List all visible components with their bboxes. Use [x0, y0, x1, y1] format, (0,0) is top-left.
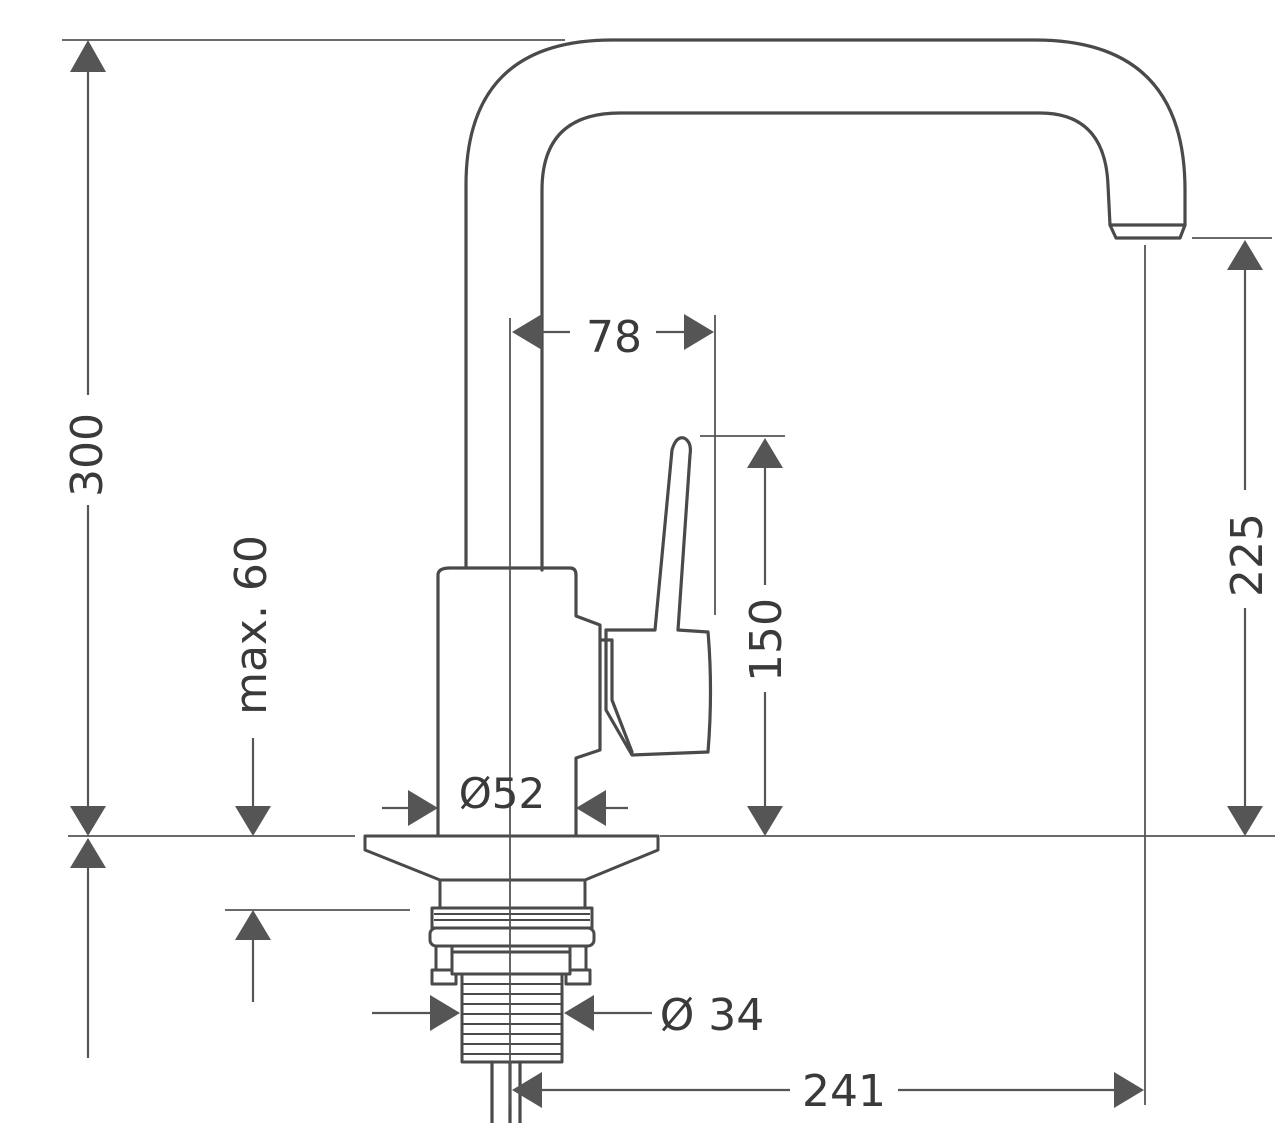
dimension-lever-offset: 78: [512, 312, 714, 363]
threaded-shank: [460, 972, 564, 1064]
lever-cartridge: [598, 638, 634, 754]
label-lever-offset: 78: [586, 312, 642, 363]
faucet-outline: [363, 38, 1187, 1125]
dimension-below-deck: [70, 838, 106, 1058]
mixer-body: [436, 566, 602, 838]
dimension-lever-height: 150: [741, 438, 792, 836]
stud-nut-left: [430, 968, 458, 986]
fixing-stud-left: [434, 944, 454, 974]
dimension-spout-height: 225: [1222, 240, 1273, 836]
spout-tip: [1108, 223, 1187, 240]
supply-hoses: [490, 1060, 522, 1125]
fixing-stud-right: [568, 944, 588, 974]
reference-lines: [62, 39, 1275, 1105]
label-shank-diameter: Ø 34: [660, 990, 765, 1041]
label-spout-height: 225: [1222, 513, 1273, 597]
label-spout-reach: 241: [802, 1066, 886, 1117]
label-body-diameter: Ø52: [459, 769, 546, 818]
dimension-body-diameter: Ø52: [382, 769, 628, 826]
dimension-spout-reach: 241: [512, 1066, 1144, 1117]
spout-outer-contour: [464, 38, 1187, 570]
label-lever-height: 150: [741, 598, 792, 682]
deck-flange: [363, 834, 660, 882]
mounting-nut: [428, 926, 596, 948]
dimension-shank-diameter: Ø 34: [372, 990, 764, 1041]
support-plate: [450, 950, 572, 976]
threaded-ring: [430, 906, 594, 930]
label-counter-thickness: max. 60: [226, 535, 277, 715]
lever-handle: [604, 436, 713, 757]
label-total-height: 300: [62, 413, 113, 497]
dimension-counter-thickness: max. 60: [226, 535, 277, 1002]
dimension-total-height: 300: [62, 40, 113, 836]
stud-nut-right: [564, 968, 592, 986]
spout-inner-contour: [540, 111, 1112, 572]
flange-collar: [438, 878, 587, 910]
